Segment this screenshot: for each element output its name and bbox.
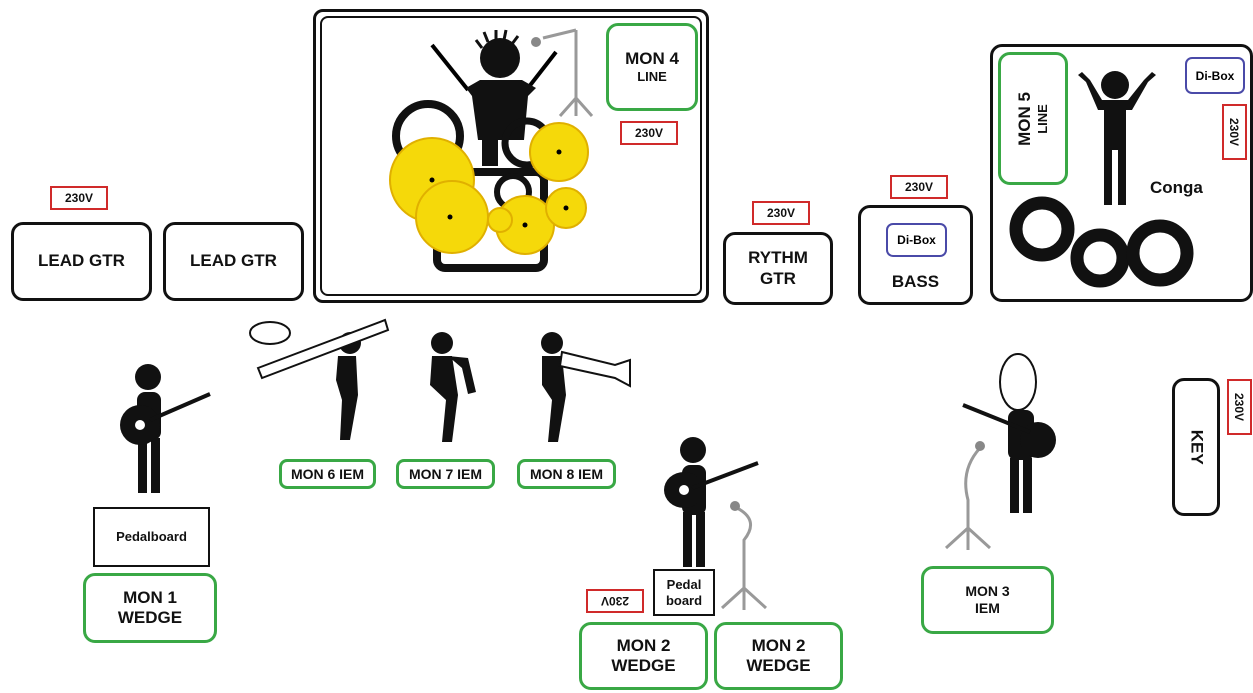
mon-7-iem: MON 7 IEM	[396, 459, 495, 489]
mon-6-iem: MON 6 IEM	[279, 459, 376, 489]
mon-7-label: MON 7 IEM	[408, 465, 483, 482]
center-pedalboard: Pedal board	[653, 569, 715, 616]
mon-2a-label-2: WEDGE	[611, 656, 676, 675]
key-power-230v: 230V	[1227, 379, 1252, 435]
center-mic-stand-icon	[720, 506, 768, 610]
center-power-230v: 230V	[586, 589, 644, 613]
mon-2a-label-1: MON 2	[616, 635, 671, 655]
trumpet-player-icon	[541, 332, 631, 442]
center-guitarist-icon	[664, 437, 759, 567]
rythm-gtr-power-230v: 230V	[752, 201, 810, 225]
drum-riser	[313, 9, 709, 303]
rythm-gtr-label-1: RYTHM	[748, 248, 808, 268]
mon-4-label: MON 4	[625, 49, 679, 68]
drum-power-230v: 230V	[620, 121, 678, 145]
lead-pedalboard: Pedalboard	[93, 507, 210, 567]
bass-label: BASS	[891, 271, 940, 291]
right-guitarist-icon	[962, 353, 1056, 513]
bass-dibox: Di-Box	[886, 223, 947, 257]
mon-5-line: MON 5 LINE	[998, 52, 1068, 185]
conga-riser	[990, 44, 1253, 302]
mon-8-iem: MON 8 IEM	[517, 459, 616, 489]
saxophone-player-icon	[430, 332, 476, 442]
mon-2b-label-2: WEDGE	[746, 656, 811, 675]
trombone-player-icon	[249, 318, 390, 440]
conga-power-230v: 230V	[1222, 104, 1247, 160]
lead-gtr-2-label: LEAD GTR	[190, 251, 277, 271]
center-pedalboard-label-2: board	[665, 592, 703, 608]
keyboard: KEY	[1172, 378, 1220, 516]
mon-4-sub: LINE	[637, 69, 667, 85]
lead-pedalboard-label: Pedalboard	[116, 529, 187, 545]
lead-gtr-1-label: LEAD GTR	[38, 251, 125, 271]
bass-power-230v: 230V	[890, 175, 948, 199]
mon-1-label-2: WEDGE	[117, 608, 183, 627]
mon-4-line: MON 4 LINE	[606, 23, 698, 111]
conga-label: Conga	[1150, 178, 1203, 197]
rythm-gtr-amp: RYTHM GTR	[723, 232, 833, 305]
center-power-label: 230V	[600, 594, 630, 608]
drum-riser-inner-border	[320, 16, 702, 296]
mon-3-label-2: IEM	[975, 600, 1000, 616]
bass-amp: BASS	[858, 205, 973, 305]
mon-1-wedge: MON 1 WEDGE	[83, 573, 217, 643]
conga-dibox: Di-Box	[1185, 57, 1245, 94]
mon-3-label-1: MON 3	[965, 583, 1010, 600]
lead-gtr-amp-1: LEAD GTR	[11, 222, 152, 301]
mon-2-wedge-left: MON 2 WEDGE	[579, 622, 708, 690]
lead-guitarist-icon	[120, 364, 211, 493]
mon-6-label: MON 6 IEM	[290, 465, 365, 482]
lead-gtr-amp-2: LEAD GTR	[163, 222, 304, 301]
lead-gtr-power-230v: 230V	[50, 186, 108, 210]
rythm-gtr-label-2: GTR	[760, 268, 796, 288]
mon-1-label-1: MON 1	[123, 587, 177, 607]
center-pedalboard-label-1: Pedal	[666, 576, 702, 592]
mon-2-wedge-right: MON 2 WEDGE	[714, 622, 843, 690]
right-mic-stand-icon	[944, 446, 992, 550]
mon-2b-label-1: MON 2	[751, 635, 806, 655]
mon-8-label: MON 8 IEM	[529, 465, 604, 482]
mon-3-iem: MON 3 IEM	[921, 566, 1054, 634]
